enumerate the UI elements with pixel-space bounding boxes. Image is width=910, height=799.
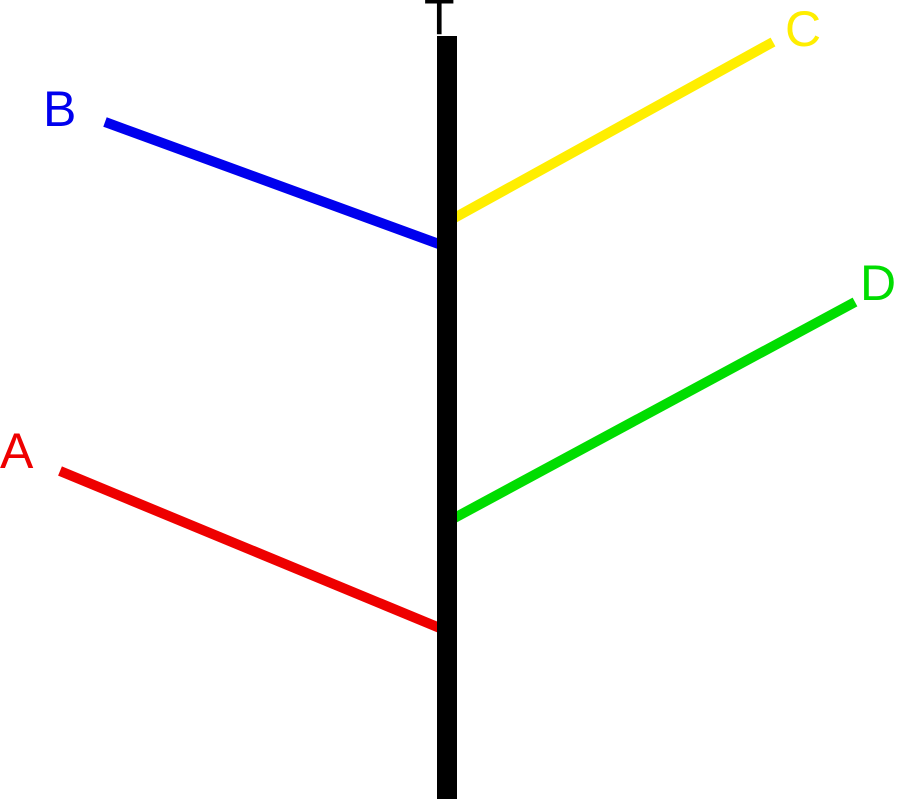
branch-d-line xyxy=(444,297,858,527)
trunk-label: T xyxy=(424,0,455,45)
branch-a-label: A xyxy=(0,423,34,479)
trunk-line xyxy=(437,36,457,799)
branch-b-line xyxy=(103,117,449,252)
branch-c-label: C xyxy=(785,1,821,57)
branch-c-line xyxy=(444,37,776,227)
branch-d-label: D xyxy=(860,255,896,311)
branch-b-label: B xyxy=(43,81,76,137)
branch-a-line xyxy=(58,466,449,636)
